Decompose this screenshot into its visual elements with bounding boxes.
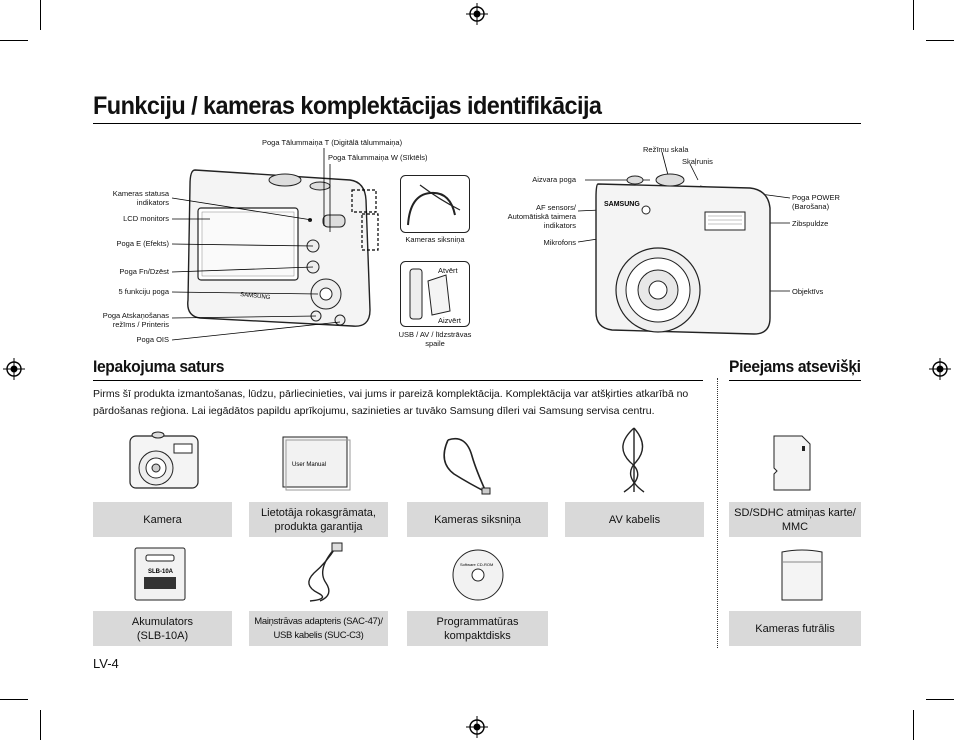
svg-text:User Manual: User Manual xyxy=(292,462,326,468)
label-zoom-w: Poga Tālummaiņa W (Sīktēls) xyxy=(328,153,428,162)
crop-mark xyxy=(926,699,954,700)
registration-mark-icon xyxy=(466,716,488,738)
svg-text:SAMSUNG: SAMSUNG xyxy=(240,292,271,301)
title-rule xyxy=(93,123,861,124)
label-usb-port: USB / AV / līdzstrāvas spaile xyxy=(398,330,472,348)
camera-icon xyxy=(129,431,199,489)
adapter-icon xyxy=(308,542,343,602)
label-af-sensor: AF sensors/ Automātiskā taimera indikato… xyxy=(507,203,576,230)
battery-icon: SLB-10A xyxy=(134,547,186,601)
label-lcd: LCD monitors xyxy=(123,214,169,223)
strap-detail-illustration xyxy=(400,175,470,233)
sd-card-icon xyxy=(773,435,811,491)
intro-paragraph: Pirms šī produkta izmantošanas, lūdzu, p… xyxy=(93,388,689,417)
strap-icon xyxy=(443,437,491,495)
label-ois: Poga OIS xyxy=(136,335,169,344)
crop-mark xyxy=(40,710,41,740)
crop-mark xyxy=(913,710,914,740)
case-icon xyxy=(781,549,823,601)
page-number: LV-4 xyxy=(93,656,119,671)
registration-mark-icon xyxy=(466,3,488,25)
registration-mark-icon xyxy=(3,358,25,380)
label-shutter: Aizvara poga xyxy=(532,175,576,184)
item-label-camera: Kamera xyxy=(93,502,232,537)
crop-mark xyxy=(0,40,28,41)
section-heading-optional: Pieejams atsevišķi xyxy=(729,357,861,376)
crop-mark xyxy=(0,699,28,700)
label-microphone: Mikrofons xyxy=(543,238,576,247)
label-fn-delete: Poga Fn/Dzēst xyxy=(119,267,169,276)
manual-icon: User Manual xyxy=(282,436,351,491)
item-label-adapter: Maiņstrāvas adapteris (SAC-47)/ USB kabe… xyxy=(249,611,388,646)
label-open: Atvērt xyxy=(438,266,458,275)
label-zoom-t: Poga Tālummaiņa T (Digitālā tālummaiņa) xyxy=(262,138,403,147)
item-label-cd: Programmatūras kompaktdisks xyxy=(407,611,548,646)
svg-text:Software CD-ROM: Software CD-ROM xyxy=(460,562,493,567)
crop-mark xyxy=(926,40,954,41)
label-close: Aizvērt xyxy=(438,316,461,325)
label-strap-detail: Kameras siksniņa xyxy=(405,235,465,244)
svg-text:SAMSUNG: SAMSUNG xyxy=(604,201,640,208)
label-playback: Poga Atskaņošanas režīms / Printeris xyxy=(102,311,169,329)
section-divider xyxy=(717,378,718,648)
usb-port-illustration xyxy=(400,261,470,327)
label-power: Poga POWER (Barošana) xyxy=(792,193,840,211)
item-label-manual: Lietotāja rokasgrāmata, produkta garanti… xyxy=(249,502,388,537)
svg-text:SLB-10A: SLB-10A xyxy=(148,569,174,575)
label-flash: Zibspuldze xyxy=(792,219,829,228)
item-label-battery: Akumulators (SLB-10A) xyxy=(93,611,232,646)
item-label-av-cable: AV kabelis xyxy=(565,502,704,537)
label-mode-dial: Režīmu skala xyxy=(643,145,689,154)
page-title: Funkciju / kameras komplektācijas identi… xyxy=(93,92,602,120)
label-speaker: Skaļrunis xyxy=(682,157,713,166)
label-e-button: Poga E (Efekts) xyxy=(116,239,169,248)
section-heading-contents: Iepakojuma saturs xyxy=(93,357,225,376)
camera-front-illustration: SAMSUNG xyxy=(595,173,771,335)
section-rule xyxy=(93,380,703,381)
crop-mark xyxy=(40,0,41,30)
av-cable-icon xyxy=(622,427,645,493)
section-rule xyxy=(729,380,861,381)
camera-back-illustration: SAMSUNG xyxy=(187,169,379,327)
crop-mark xyxy=(913,0,914,30)
item-label-case: Kameras futrālis xyxy=(729,611,861,646)
registration-mark-icon xyxy=(929,358,951,380)
cd-icon: Software CD-ROM xyxy=(452,549,504,601)
label-lens: Objektīvs xyxy=(792,287,824,296)
label-status-led: Kameras statusa indikators xyxy=(112,189,169,207)
label-five-function: 5 funkciju poga xyxy=(118,287,169,296)
item-label-sd-card: SD/SDHC atmiņas karte/ MMC xyxy=(729,502,861,537)
item-label-strap: Kameras siksniņa xyxy=(407,502,548,537)
